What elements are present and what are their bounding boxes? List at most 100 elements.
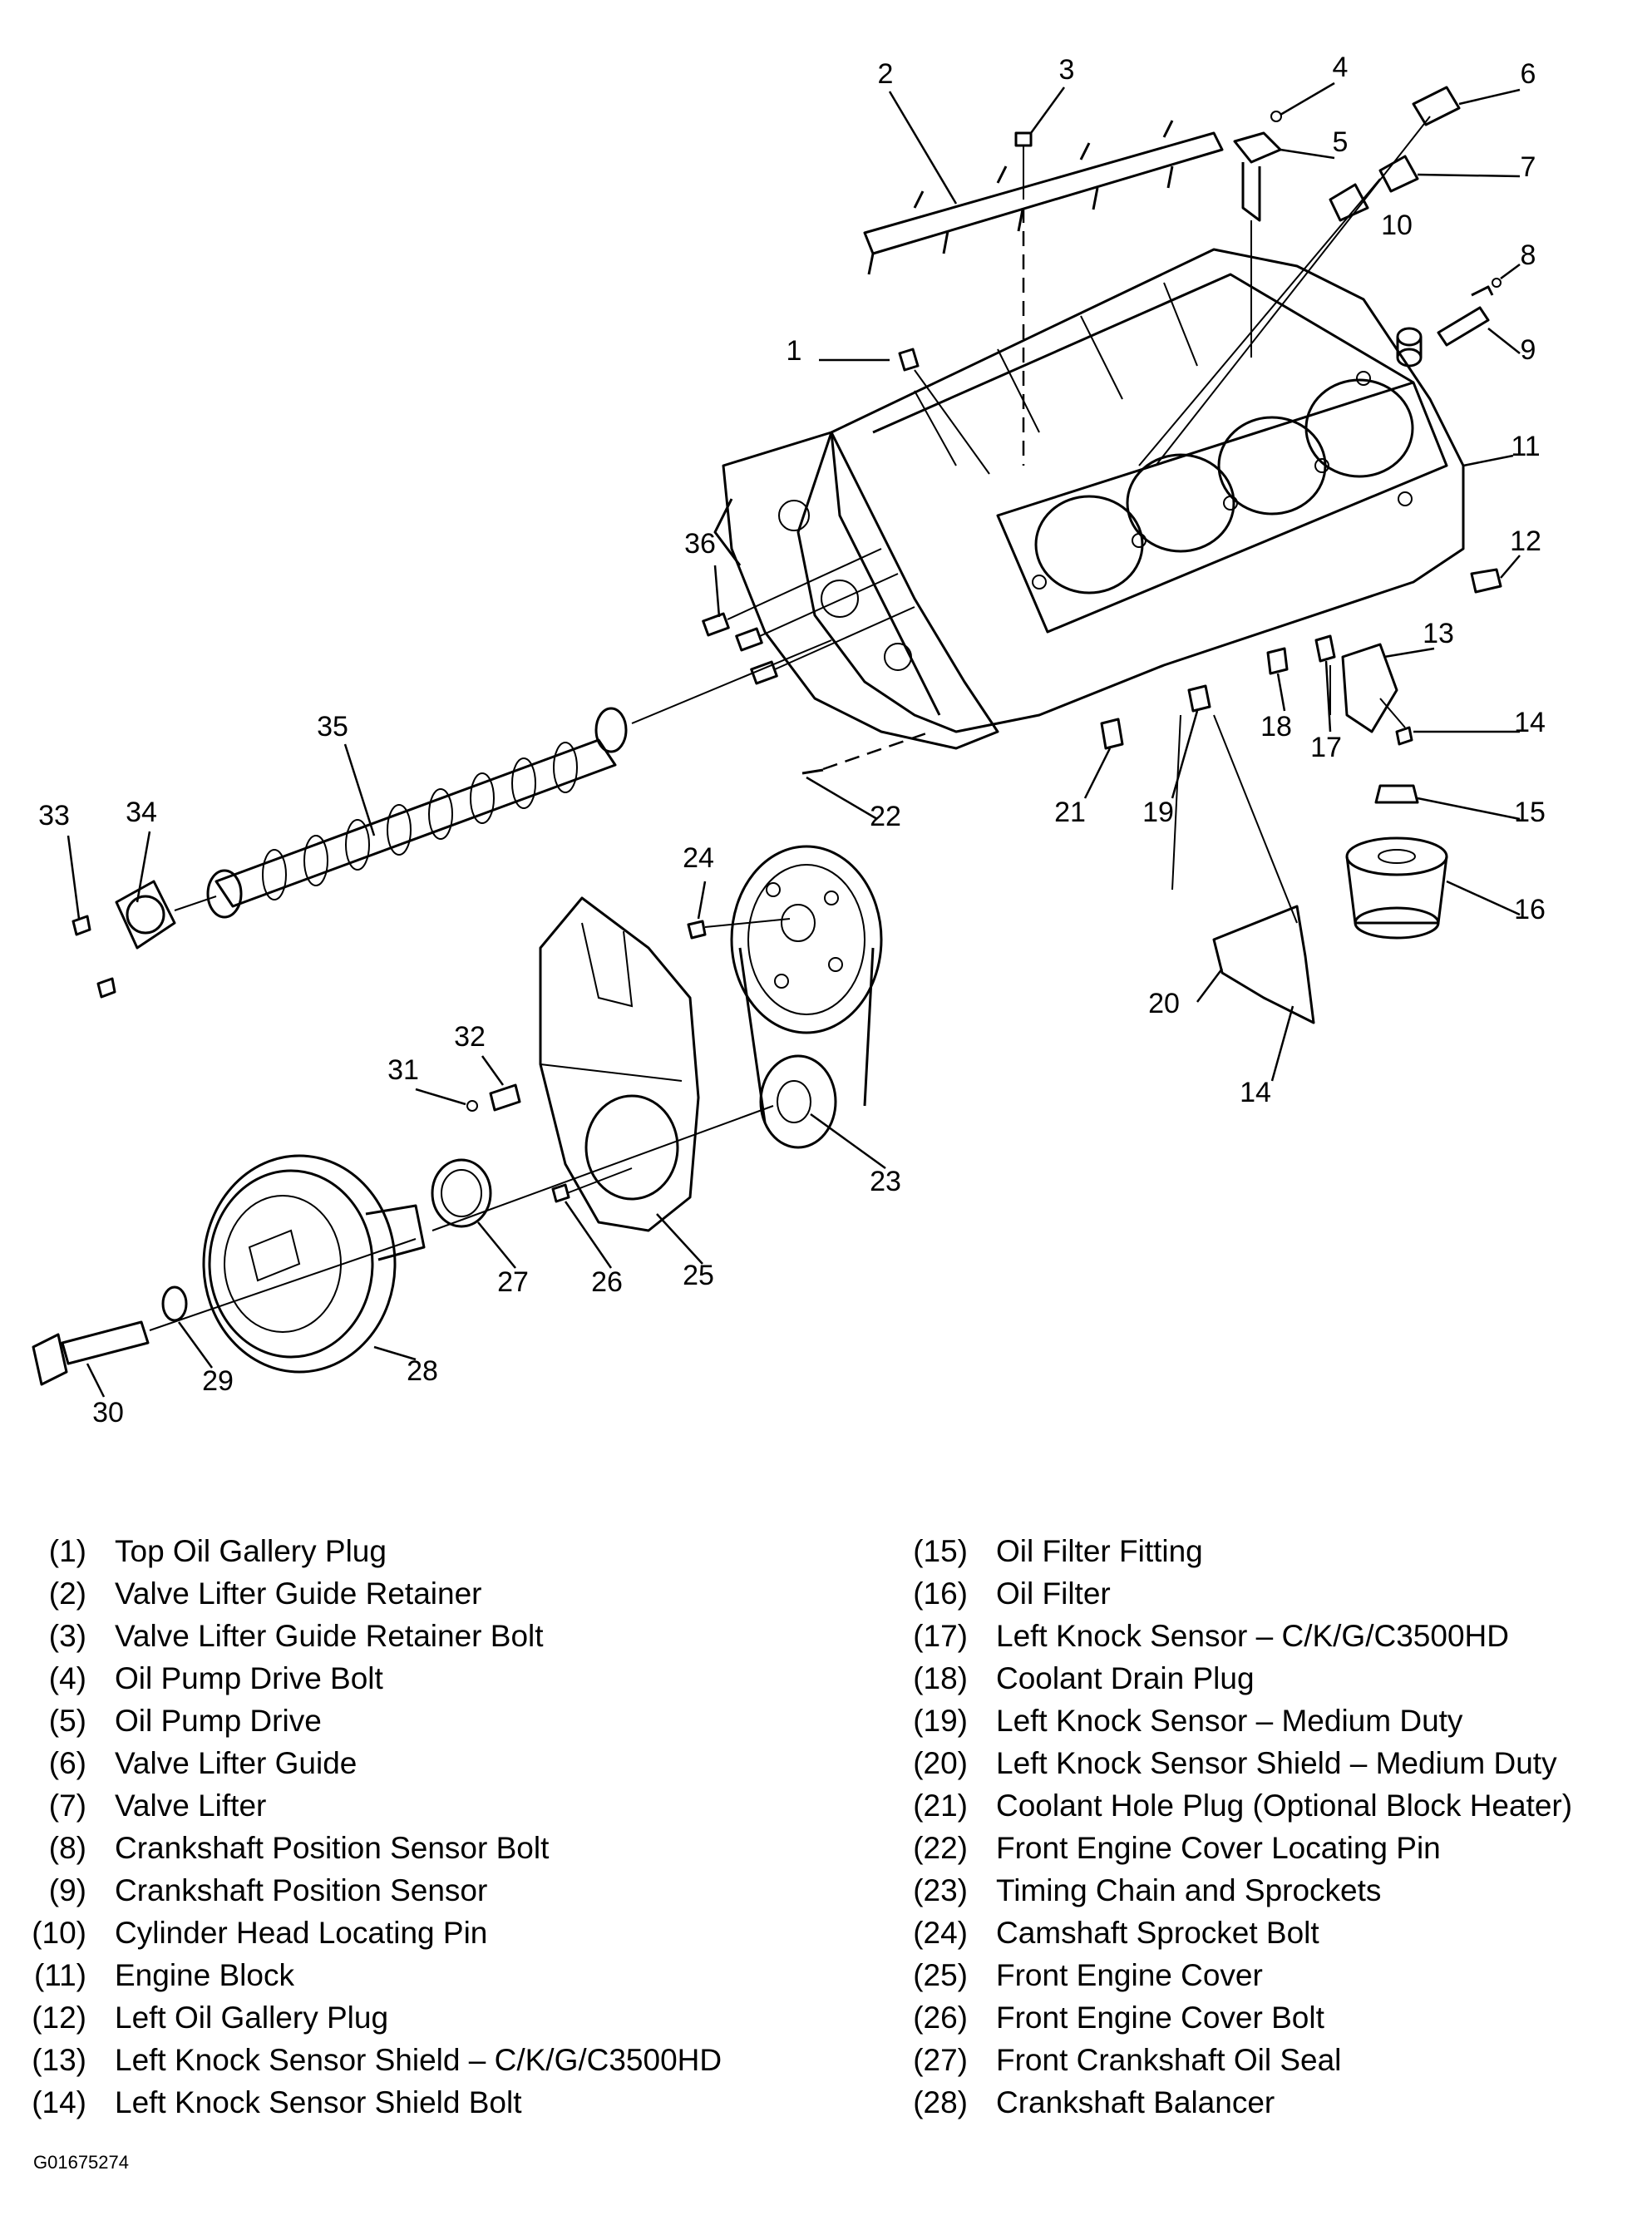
legend-number: (20)	[913, 1746, 968, 1780]
callout-11: 11	[1511, 431, 1540, 462]
knock-sensor-area	[1266, 634, 1413, 746]
camshaft	[206, 639, 832, 919]
legend-label: Left Knock Sensor Shield – C/K/G/C3500HD	[115, 2043, 722, 2077]
legend-label: Left Knock Sensor Shield Bolt	[115, 2085, 522, 2119]
legend-item: (23)Timing Chain and Sprockets	[881, 1869, 1572, 1912]
legend-number: (28)	[913, 2085, 968, 2119]
legend-number: (2)	[48, 1576, 86, 1611]
legend-number: (15)	[913, 1534, 968, 1568]
callout-35: 35	[317, 711, 348, 743]
callout-31: 31	[387, 1054, 419, 1086]
locating-pin-22	[801, 730, 932, 775]
front-engine-cover	[466, 896, 700, 1232]
legend-number: (6)	[48, 1746, 86, 1780]
legend-label: Top Oil Gallery Plug	[115, 1534, 387, 1568]
oil-filter	[1345, 784, 1448, 940]
legend-item: (22)Front Engine Cover Locating Pin	[881, 1827, 1572, 1869]
callout-33: 33	[38, 800, 70, 831]
legend-item: (11)Engine Block	[0, 1954, 722, 1996]
gallery-plugs	[702, 548, 915, 685]
legend-number: (23)	[913, 1873, 968, 1907]
legend-label: Left Knock Sensor – Medium Duty	[996, 1704, 1463, 1738]
legend-number: (3)	[48, 1619, 86, 1653]
legend-item: (20)Left Knock Sensor Shield – Medium Du…	[881, 1742, 1572, 1784]
legend-number: (8)	[48, 1831, 86, 1865]
legend-item: (12)Left Oil Gallery Plug	[0, 1996, 722, 2039]
legend-item: (7)Valve Lifter	[0, 1784, 722, 1827]
legend-item: (24) Camshaft Sprocket Bolt	[881, 1912, 1572, 1954]
legend-item: (27)Front Crankshaft Oil Seal	[881, 2039, 1572, 2081]
parts-legend-left: (1) Top Oil Gallery Plug (2) Valve Lifter G…	[0, 1530, 722, 2124]
legend-label: Valve Lifter Guide Retainer	[115, 1576, 482, 1611]
callout-23: 23	[870, 1166, 901, 1197]
legend-number: (13)	[32, 2043, 86, 2077]
legend-number: (25)	[913, 1958, 968, 1992]
legend-item: (9) Crankshaft Position Sensor	[0, 1869, 722, 1912]
legend-item: (6) Valve Lifter Guide	[0, 1742, 722, 1784]
legend-item: (3)Valve Lifter Guide Retainer Bolt	[0, 1615, 722, 1657]
left-oil-gallery-plug	[1470, 568, 1502, 594]
legend-number: (4)	[48, 1661, 86, 1695]
legend-number: (21)	[913, 1789, 968, 1823]
legend-label: Valve Lifter Guide	[115, 1746, 358, 1780]
callout-1: 1	[787, 335, 802, 367]
callout-14: 14	[1514, 707, 1546, 738]
callout-34: 34	[126, 797, 157, 828]
legend-number: (24)	[913, 1916, 968, 1950]
exploded-engine-diagram: 1234567891011121314151617181920212214232…	[32, 52, 1546, 1428]
legend-number: (1)	[48, 1534, 86, 1568]
legend-item: (26)Front Engine Cover Bolt	[881, 1996, 1572, 2039]
legend-label: Left Knock Sensor – C/K/G/C3500HD	[996, 1619, 1509, 1653]
legend-item: (28) Crankshaft Balancer	[881, 2081, 1572, 2124]
legend-label: Front Engine Cover Locating Pin	[996, 1831, 1441, 1865]
legend-label: Crankshaft Balancer	[996, 2085, 1275, 2119]
valve-lifter-guide-retainer	[863, 120, 1224, 275]
legend-label: Oil Filter	[996, 1576, 1111, 1611]
legend-item: (25) Front Engine Cover	[881, 1954, 1572, 1996]
legend-item: (4)Oil Pump Drive Bolt	[0, 1657, 722, 1700]
legend-item: (17)Left Knock Sensor – C/K/G/C3500HD	[881, 1615, 1572, 1657]
parts-legend-right: (15)Oil Filter Fitting(16)Oil Filter(17)…	[881, 1530, 1572, 2124]
legend-number: (18)	[913, 1661, 968, 1695]
callout-19: 19	[1142, 797, 1174, 828]
legend-label: Cylinder Head Locating Pin	[115, 1916, 488, 1950]
callout-3: 3	[1059, 54, 1075, 86]
callout-16: 16	[1514, 894, 1546, 925]
callout-18: 18	[1260, 711, 1292, 743]
callout-4: 4	[1333, 52, 1349, 83]
legend-number: (9)	[48, 1873, 86, 1907]
callout-32: 32	[454, 1021, 486, 1053]
crankshaft-balancer	[32, 1105, 774, 1386]
callout-22: 22	[870, 801, 901, 832]
legend-number: (27)	[913, 2043, 968, 2077]
legend-label: Coolant Drain Plug	[996, 1661, 1255, 1695]
top-oil-gallery-plug	[898, 348, 990, 475]
legend-number: (19)	[913, 1704, 968, 1738]
valve-lifter-guide	[1138, 86, 1461, 466]
callout-20: 20	[1148, 988, 1180, 1019]
legend-item: (10)Cylinder Head Locating Pin	[0, 1912, 722, 1954]
timing-chain	[687, 845, 883, 1149]
legend-item: (21)Coolant Hole Plug (Optional Block He…	[881, 1784, 1572, 1827]
legend-number: (5)	[48, 1704, 86, 1738]
callout-5: 5	[1333, 126, 1349, 158]
retainer-bolt	[1014, 131, 1033, 466]
callout-10: 10	[1381, 210, 1413, 241]
callout-7: 7	[1521, 151, 1536, 183]
legend-label: Oil Pump Drive	[115, 1704, 322, 1738]
legend-item: (13) Left Knock Sensor Shield – C/K/G/C35…	[0, 2039, 722, 2081]
legend-number: (12)	[32, 2001, 86, 2035]
legend-label: Engine Block	[115, 1958, 294, 1992]
legend-label: Valve Lifter	[115, 1789, 267, 1823]
callout-17: 17	[1310, 732, 1342, 763]
legend-label: Oil Filter Fitting	[996, 1534, 1203, 1568]
callout-21: 21	[1054, 797, 1086, 828]
callout-28: 28	[407, 1355, 438, 1387]
leader-lines	[67, 81, 1521, 1398]
callout-6: 6	[1521, 58, 1536, 90]
legend-label: Camshaft Sprocket Bolt	[996, 1916, 1319, 1950]
legend-label: Crankshaft Position Sensor	[115, 1873, 488, 1907]
legend-label: Front Engine Cover	[996, 1958, 1263, 1992]
callout-14: 14	[1240, 1077, 1271, 1108]
